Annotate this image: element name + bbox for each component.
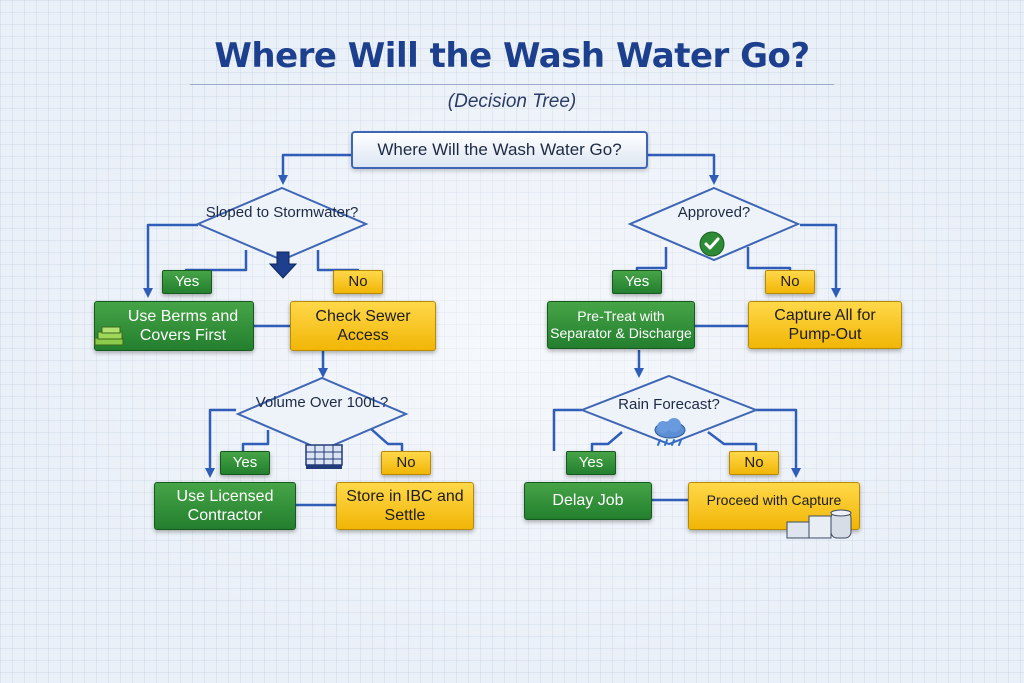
connector-volume-outer (205, 408, 236, 478)
tag-no: No (381, 451, 431, 475)
decision-diamond-shape (235, 376, 409, 452)
page-subtitle: (Decision Tree) (447, 91, 577, 112)
action-licensed-contractor: Use Licensed Contractor (154, 482, 296, 530)
decision-diamond-shape (627, 186, 801, 262)
connector-root-right (648, 153, 719, 185)
down-arrow-icon (268, 250, 298, 285)
page-title: Where Will the Wash Water Go? (214, 36, 810, 76)
ibc-container-icon (304, 443, 344, 476)
berms-icon (93, 326, 127, 353)
decision-volume-over: Volume Over 100L? (235, 376, 409, 452)
connector-rain-outer-right (756, 408, 801, 478)
decision-sloped-stormwater: Sloped to Stormwater? (195, 186, 369, 262)
title-divider (190, 84, 834, 85)
connector-left-outer (143, 223, 198, 298)
root-question: Where Will the Wash Water Go? (351, 131, 648, 169)
tag-no: No (765, 270, 815, 294)
action-store-ibc: Store in IBC and Settle (336, 482, 474, 530)
decision-label: Approved? (677, 204, 751, 221)
connector-rain-yes (590, 431, 623, 451)
tanks-icon (785, 508, 857, 547)
action-use-berms: Use Berms and Covers First (94, 301, 254, 351)
tag-yes: Yes (220, 451, 270, 475)
action-check-sewer: Check Sewer Access (290, 301, 436, 351)
rain-cloud-icon (650, 418, 690, 457)
decision-label: Volume Over 100L? (255, 394, 389, 411)
decision-rain-forecast: Rain Forecast? (579, 374, 759, 446)
action-pretreat-discharge: Pre-Treat with Separator & Discharge (547, 301, 695, 349)
decision-label: Rain Forecast? (618, 396, 720, 413)
tag-yes: Yes (566, 451, 616, 475)
decision-approved: Approved? (627, 186, 801, 262)
connector-rain-outer-left (552, 408, 582, 451)
action-delay-job: Delay Job (524, 482, 652, 520)
connector-volume-yes (241, 430, 270, 451)
decision-label: Sloped to Stormwater? (205, 204, 359, 221)
connector-rain-no (707, 431, 758, 451)
tag-yes: Yes (612, 270, 662, 294)
connector-right-outer (800, 223, 841, 298)
connector-volume-no (369, 427, 404, 451)
action-capture-pumpout: Capture All for Pump-Out (748, 301, 902, 349)
tag-yes: Yes (162, 270, 212, 294)
tag-no: No (729, 451, 779, 475)
decision-diamond-shape (579, 374, 759, 446)
connector-root-left (278, 153, 351, 185)
checkmark-icon (698, 230, 726, 263)
tag-no: No (333, 270, 383, 294)
